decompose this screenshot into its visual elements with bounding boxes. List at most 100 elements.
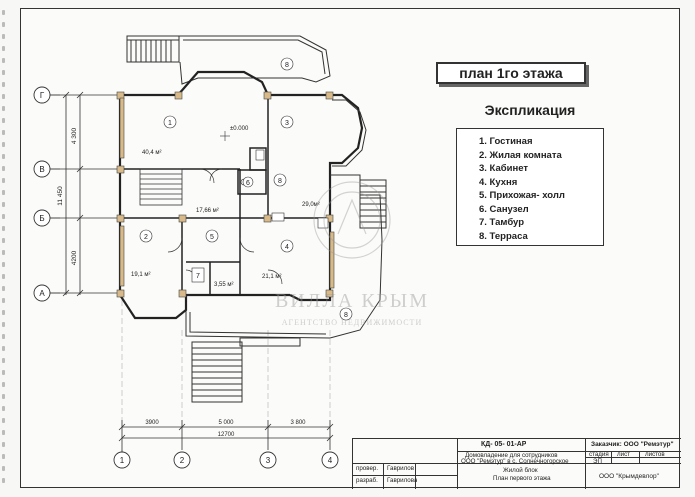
room-number-7: 7 xyxy=(196,273,200,280)
columns xyxy=(116,91,335,298)
binding-hole xyxy=(2,154,5,159)
sheet-frame xyxy=(20,8,680,488)
area-room-7: 3,55 м² xyxy=(214,282,233,288)
binding-hole xyxy=(2,250,5,255)
binding-hole xyxy=(2,418,5,423)
binding-hole xyxy=(2,82,5,87)
drawing-title-line-1: Жилой блок xyxy=(503,467,538,474)
vertical-dimensions xyxy=(60,91,120,297)
customer: Заказчик: ООО "Ремэтур" xyxy=(591,441,674,448)
legend-title: Экспликация xyxy=(484,102,576,118)
legend-item: 6. Санузел xyxy=(479,203,529,215)
binding-hole xyxy=(2,430,5,435)
binding-hole xyxy=(2,382,5,387)
binding-hole xyxy=(2,94,5,99)
binding-hole xyxy=(2,22,5,27)
sheet-title: план 1го этажа xyxy=(436,62,586,84)
room-number-1: 1 xyxy=(168,120,172,127)
axis-label-a: А xyxy=(39,289,45,298)
dim-3900: 3900 xyxy=(145,420,159,426)
legend-item: 3. Кабинет xyxy=(479,163,529,174)
axis-label-b: Б xyxy=(39,214,44,223)
legend: 1. Гостиная 2. Жилая комната 3. Кабинет … xyxy=(456,128,604,246)
room-number-6: 6 xyxy=(246,180,250,187)
binding-hole xyxy=(2,286,5,291)
axis-label-1: 1 xyxy=(120,456,125,465)
fixtures xyxy=(240,149,329,229)
horizontal-dimension-labels: 3900 5 000 3 800 12700 xyxy=(145,420,306,438)
binding-hole xyxy=(2,394,5,399)
binding-hole xyxy=(2,442,5,447)
sheet-header: лист xyxy=(617,451,630,458)
room-number-2: 2 xyxy=(144,234,148,241)
binding-hole xyxy=(2,466,5,471)
area-room-4: 21,1 м² xyxy=(262,274,281,280)
interior-stairs xyxy=(139,168,183,206)
level-mark: ±0.000 xyxy=(230,126,249,132)
binding-hole xyxy=(2,214,5,219)
axis-label-2: 2 xyxy=(180,456,185,465)
area-labels: 40,4 м² 19,1 м² 29,0м² 21,1 м² 17,66 м² … xyxy=(131,126,320,288)
binding-hole xyxy=(2,70,5,75)
legend-item: 5. Прихожая- холл xyxy=(479,190,565,201)
role-developed: разраб. xyxy=(356,477,378,484)
axis-guides xyxy=(121,300,331,420)
bay-window-right xyxy=(332,99,367,167)
watermark-text: ВИЛЛА КРЫМ xyxy=(274,290,430,312)
room-numbers: 1 2 3 4 5 6 7 8 8 8 xyxy=(144,62,348,319)
dim-5000: 5 000 xyxy=(218,420,234,426)
area-room-3: 29,0м² xyxy=(302,202,320,208)
interior-walls xyxy=(120,95,330,295)
legend-item: 4. Кухня xyxy=(479,176,518,188)
legend-item: 7. Тамбур xyxy=(479,217,525,228)
area-room-5: 17,66 м² xyxy=(196,208,219,214)
room-number-4: 4 xyxy=(285,244,289,251)
binding-hole xyxy=(2,298,5,303)
binding-hole xyxy=(2,322,5,327)
project-code: КД- 05- 01-АР xyxy=(481,441,527,448)
name-checked: Гаврилов xyxy=(387,465,415,472)
dim-12700: 12700 xyxy=(218,432,235,438)
level-cross xyxy=(220,131,230,141)
bottom-terrace xyxy=(185,310,331,403)
axis-label-4: 4 xyxy=(328,456,333,465)
binding-hole xyxy=(2,226,5,231)
title-block: КД- 05- 01-АР Заказчик: ООО "Ремэтур" До… xyxy=(352,438,681,489)
binding-hole xyxy=(2,334,5,339)
binding-hole xyxy=(2,310,5,315)
binding-holes xyxy=(0,10,8,490)
exterior-walls xyxy=(118,70,364,320)
binding-hole xyxy=(2,166,5,171)
binding-hole xyxy=(2,178,5,183)
axis-label-3: 3 xyxy=(266,456,271,465)
binding-hole xyxy=(2,274,5,279)
binding-hole xyxy=(2,454,5,459)
description-line-1: Домовладение для сотрудников xyxy=(465,452,558,459)
dim-3800: 3 800 xyxy=(290,420,306,426)
dim-11450: 11 450 xyxy=(57,186,64,206)
binding-hole xyxy=(2,106,5,111)
door-swings xyxy=(167,168,283,285)
binding-hole xyxy=(2,238,5,243)
watermark-subtext: АГЕНТСТВО НЕДВИЖИМОСТИ xyxy=(281,318,423,327)
stage-header: стадия xyxy=(589,451,609,458)
watermark-logo xyxy=(313,181,391,259)
binding-hole xyxy=(2,142,5,147)
room-number-8-mid: 8 xyxy=(278,178,282,185)
room-number-8-top: 8 xyxy=(285,62,289,69)
axis-label-g: Г xyxy=(40,91,45,100)
drawing-title-line-2: План первого этажа xyxy=(493,475,551,482)
legend-item: 2. Жилая комната xyxy=(479,149,562,161)
binding-hole xyxy=(2,346,5,351)
right-terrace xyxy=(329,174,387,339)
legend-item: 1. Гостиная xyxy=(479,136,533,147)
room-number-8-bottom: 8 xyxy=(344,312,348,319)
binding-hole xyxy=(2,130,5,135)
dim-4300: 4 300 xyxy=(71,127,78,144)
binding-hole xyxy=(2,202,5,207)
binding-hole xyxy=(2,358,5,363)
binding-hole xyxy=(2,118,5,123)
room-number-5: 5 xyxy=(210,234,214,241)
